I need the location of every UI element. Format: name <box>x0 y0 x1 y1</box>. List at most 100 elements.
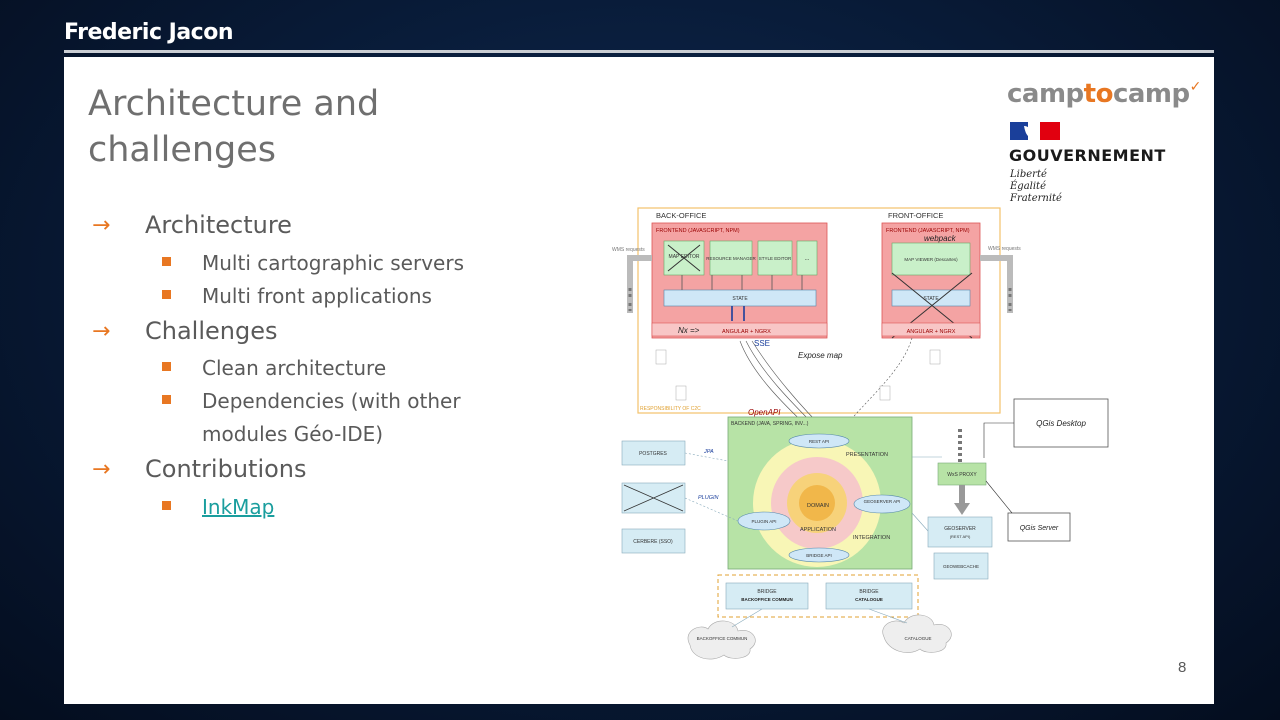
angular-bar-right <box>881 322 981 337</box>
bridge-boundary <box>717 574 919 618</box>
frontend-label-right: FRONTEND (JAVASCRIPT, NPM) <box>886 228 970 234</box>
nx-note: Nx => <box>678 326 700 335</box>
more-box <box>796 240 818 276</box>
front-office-label: FRONT-OFFICE <box>888 211 943 220</box>
map-editor-label: MAP EDITOR <box>669 254 700 260</box>
angular-label: ANGULAR + NGRX <box>722 329 771 335</box>
resource-manager-label: RESOURCE MANAGER <box>706 256 756 261</box>
geoserver-api-pill <box>853 494 911 514</box>
square-bullet-icon <box>162 395 171 404</box>
speaker-name: Frederic Jacon <box>64 20 234 45</box>
camptocamp-logo: camptocamp✓ <box>1007 79 1201 109</box>
sub-bullet-text: Multi front applications <box>202 284 432 308</box>
wms-connector-left <box>627 255 652 313</box>
resource-manager-box <box>709 240 753 276</box>
gouvernement-label: GOUVERNEMENT <box>1009 146 1166 165</box>
bridge-backoffice-box <box>725 582 809 610</box>
bridge-label: BRIDGE <box>757 589 777 595</box>
qgis-desktop-label: QGis Desktop <box>1036 419 1086 428</box>
sse-note: SSE <box>754 339 770 348</box>
crossed-out-mark <box>623 484 684 512</box>
doc-icon <box>675 385 687 401</box>
qgis-server-box <box>1007 512 1071 542</box>
postgres-box <box>621 440 686 466</box>
bridge-sub-label: BACKOFFICE COMMUN <box>741 597 793 602</box>
geoserver-api-label: GEOSERVER API <box>864 499 901 504</box>
square-bullet-icon <box>162 362 171 371</box>
state-label: STATE <box>732 296 748 302</box>
more-label: ... <box>804 256 809 262</box>
bridge-catalogue-box <box>825 582 913 610</box>
cerbere-box <box>621 528 686 554</box>
frontend-label: FRONTEND (JAVASCRIPT, NPM) <box>656 228 740 234</box>
square-bullet-icon <box>162 257 171 266</box>
marianne-flag-icon <box>1010 122 1060 140</box>
frontoffice-frontend-box <box>881 222 981 339</box>
jpa-label: JPA <box>703 449 714 455</box>
bullet-text: Architecture <box>145 211 292 239</box>
slide: Architecture and challenges → Architectu… <box>64 57 1214 704</box>
geoserver-label: GEOSERVER <box>944 526 976 532</box>
map-viewer-box <box>891 242 971 276</box>
cloud-right-label: CATALOGUE <box>904 636 931 641</box>
state-box <box>663 289 817 307</box>
geowebcache-box <box>933 552 989 580</box>
postgres-label: POSTGRES <box>639 451 667 457</box>
gov-motto: Liberté Égalité Fraternité <box>1010 169 1062 204</box>
angular-bar <box>651 322 828 337</box>
style-editor-label: STYLE EDITOR <box>759 256 792 261</box>
speaker-divider <box>64 50 1214 53</box>
geowebcache-label: GEOWEBCACHE <box>943 564 979 569</box>
wms-requests-left: WMS requests <box>612 247 645 253</box>
presentation-label: PRESENTATION <box>846 452 888 458</box>
square-bullet-icon <box>162 501 171 510</box>
wxs-proxy-label: WxS PROXY <box>947 472 977 478</box>
backoffice-cloud <box>687 620 756 660</box>
doc-icon <box>879 385 891 401</box>
geoserver-sub-label: (REST API) <box>950 534 971 539</box>
architecture-diagram: BACK-OFFICE FRONT-OFFICE FRONTEND (JAVAS… <box>612 207 1109 660</box>
inkmap-link[interactable]: InkMap <box>202 495 275 519</box>
sub-bullet-text: Clean architecture <box>202 356 387 380</box>
state-label-right: STATE <box>923 296 939 302</box>
webpack-note: webpack <box>924 234 957 243</box>
arrow-right-icon: → <box>92 457 111 482</box>
cerbere-label: CERBERE (SSO) <box>633 539 673 545</box>
back-office-label: BACK-OFFICE <box>656 211 706 220</box>
bullet-contributions: → Contributions <box>92 455 512 489</box>
rest-api-label: REST API <box>809 439 829 444</box>
plugin-api-label: PLUGIN API <box>751 519 776 524</box>
wms-requests-right: WMS requests <box>988 246 1021 252</box>
c2c-boundary <box>637 207 1001 414</box>
square-bullet-icon <box>162 290 171 299</box>
domain-core <box>799 485 835 521</box>
bullet-text: Challenges <box>145 317 278 345</box>
arrow-right-icon: → <box>92 319 111 344</box>
integration-label: INTEGRATION <box>853 535 890 541</box>
domain-label: DOMAIN <box>807 503 829 509</box>
crossed-out-mark <box>667 244 701 272</box>
application-label: APPLICATION <box>800 527 836 533</box>
bullet-text: Contributions <box>145 455 307 483</box>
style-editor-box <box>757 240 793 276</box>
wms-connector-right <box>980 255 1013 313</box>
bullet-challenges: → Challenges <box>92 317 512 351</box>
doc-icon <box>655 349 667 365</box>
arrow-right-icon: → <box>92 213 111 238</box>
openapi-note: OpenAPI <box>748 408 781 417</box>
bridge-api-label: BRIDGE API <box>806 553 832 558</box>
map-viewer-label: MAP VIEWER (Descartes) <box>904 257 958 262</box>
bridge-api-pill <box>788 547 850 563</box>
state-arrows <box>681 275 803 290</box>
geoserver-box <box>927 516 993 548</box>
rest-api-pill <box>788 433 850 449</box>
cloud-left-label: BACKOFFICE COMMUN <box>697 636 748 641</box>
doc-icon <box>929 349 941 365</box>
slide-title: Architecture and challenges <box>88 84 380 170</box>
sub-bullet-text: Dependencies (with other modules Géo-IDE… <box>202 389 461 446</box>
bullet-architecture: → Architecture <box>92 211 512 245</box>
page-number: 8 <box>1178 659 1187 676</box>
plugin-label: PLUGIN <box>698 495 719 501</box>
angular-label-right: ANGULAR + NGRX <box>907 329 956 335</box>
state-blue-arrows <box>731 306 745 321</box>
